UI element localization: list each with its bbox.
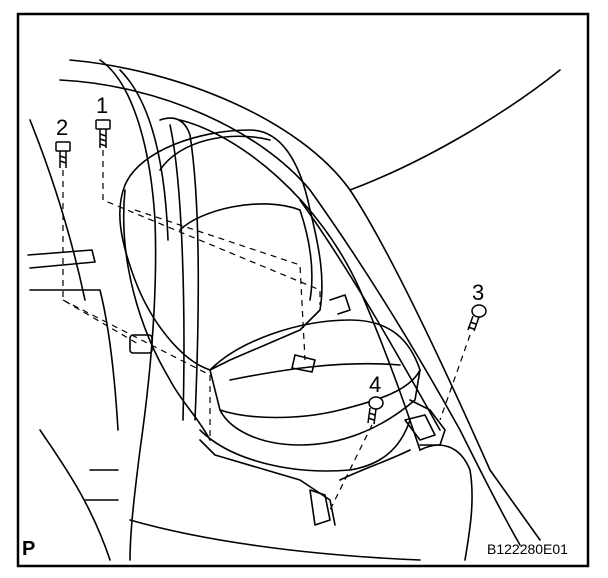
door-window-lower — [27, 249, 96, 269]
b-pillar — [99, 59, 157, 561]
headrest-top — [159, 135, 271, 171]
belt-anchor-bracket — [129, 334, 153, 354]
leader-seat-back — [134, 209, 306, 361]
bolt-2-icon — [55, 141, 71, 168]
seat-belt — [159, 117, 200, 421]
seat-back-panel — [179, 203, 313, 301]
bolt-1-icon — [95, 119, 111, 148]
seat-frame — [199, 419, 411, 472]
seat-cushion-front — [219, 369, 421, 446]
bolt-3-icon — [467, 304, 487, 332]
seat-belt-upper — [179, 119, 421, 451]
leader-bolt-4 — [329, 424, 373, 511]
seat-cushion-outline — [209, 319, 421, 419]
belt-buckle — [291, 354, 316, 373]
b-pillar-inner — [119, 69, 169, 241]
seat-belt-2 — [169, 124, 185, 421]
seat-track — [339, 449, 411, 481]
a-pillar — [309, 189, 521, 546]
callout-label-1: 1 — [96, 93, 109, 118]
callout-label-2: 2 — [56, 115, 69, 140]
door-pocket — [84, 469, 119, 501]
seat-rail-left — [199, 439, 336, 526]
figure-code: B122280E01 — [487, 541, 568, 557]
roof-line-inner — [59, 79, 311, 191]
door-panel — [29, 289, 119, 431]
corner-label: P — [22, 538, 36, 560]
callout-label-3: 3 — [472, 280, 485, 305]
callout-label-4: 4 — [369, 372, 382, 397]
leader-bolt-1 — [102, 150, 321, 305]
seat-hook — [329, 294, 351, 315]
windshield-edge — [349, 69, 561, 191]
leader-bolt-3 — [439, 334, 471, 421]
leader-bolt-2 — [62, 170, 141, 346]
door-sill — [39, 429, 111, 561]
seat-side-bolster — [122, 189, 211, 441]
seat-back-outline — [119, 129, 323, 371]
bolt-4-icon — [367, 396, 384, 425]
leader-bolt-2b — [62, 299, 211, 440]
seat-cushion-seam — [229, 362, 401, 381]
floor-console — [419, 444, 473, 561]
a-pillar-inner — [299, 199, 441, 431]
diagram-border — [16, 12, 590, 568]
rail-bracket-rear — [404, 414, 436, 441]
rail-bracket-front — [309, 489, 331, 526]
door-window-frame — [29, 119, 86, 301]
floor-line — [129, 519, 421, 561]
